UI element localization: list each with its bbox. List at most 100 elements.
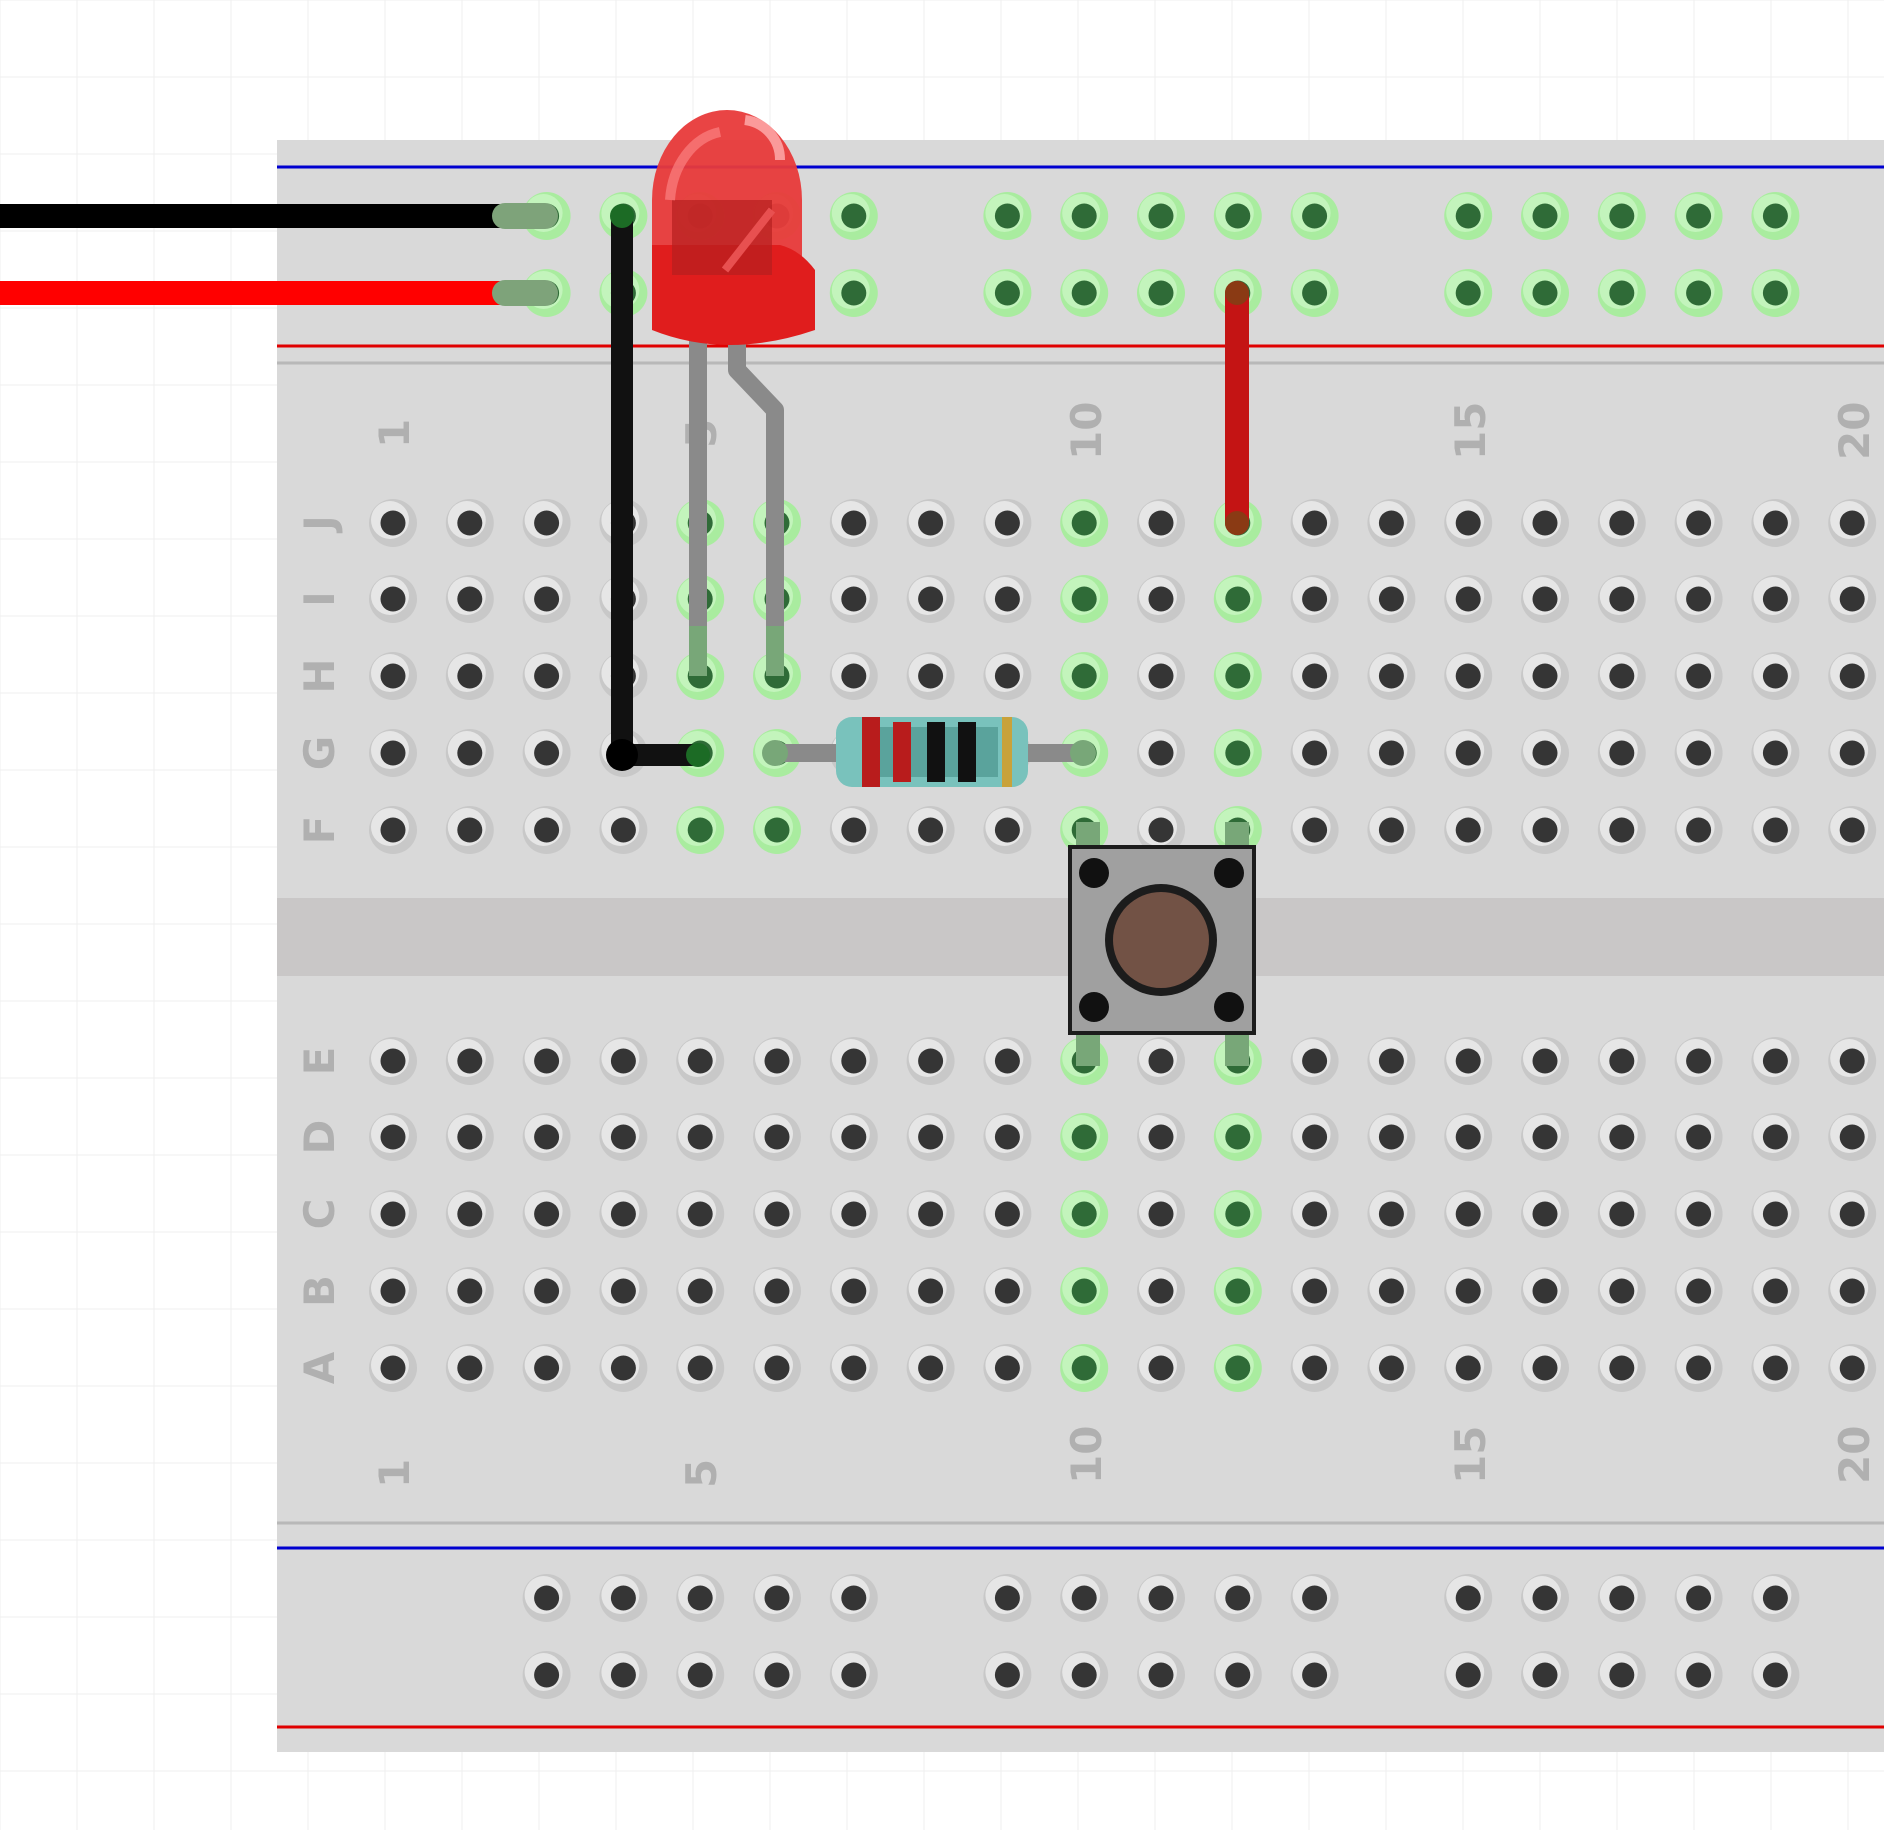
breadboard-hole[interactable] xyxy=(1444,1344,1493,1392)
breadboard-hole[interactable] xyxy=(1444,1037,1493,1085)
breadboard-hole-connected[interactable] xyxy=(1444,192,1493,240)
breadboard-hole-connected[interactable] xyxy=(1290,192,1339,240)
breadboard-hole[interactable] xyxy=(1137,806,1185,854)
breadboard-hole[interactable] xyxy=(829,806,878,854)
breadboard-hole[interactable] xyxy=(1751,1574,1800,1622)
breadboard-hole[interactable] xyxy=(1367,1190,1416,1238)
breadboard-hole[interactable] xyxy=(1751,1190,1800,1238)
breadboard-hole-connected[interactable] xyxy=(1751,192,1800,240)
breadboard-hole[interactable] xyxy=(1751,652,1800,700)
breadboard-hole[interactable] xyxy=(906,806,955,854)
breadboard-hole[interactable] xyxy=(1751,729,1800,777)
breadboard-hole[interactable] xyxy=(829,652,878,700)
breadboard-hole[interactable] xyxy=(1137,1344,1185,1392)
breadboard-hole[interactable] xyxy=(829,499,878,547)
breadboard-hole[interactable] xyxy=(1444,1574,1493,1622)
breadboard-hole[interactable] xyxy=(1444,1651,1493,1699)
breadboard-hole[interactable] xyxy=(1444,729,1493,777)
breadboard-hole-connected[interactable] xyxy=(1213,1113,1262,1161)
breadboard-hole[interactable] xyxy=(829,1651,878,1699)
breadboard-hole[interactable] xyxy=(983,575,1032,623)
breadboard-hole[interactable] xyxy=(1444,1113,1493,1161)
breadboard-hole[interactable] xyxy=(753,1574,801,1622)
breadboard-hole[interactable] xyxy=(1597,1113,1646,1161)
breadboard-hole[interactable] xyxy=(1521,1037,1569,1085)
breadboard-hole-connected[interactable] xyxy=(1751,269,1800,317)
breadboard-hole-connected[interactable] xyxy=(1444,269,1493,317)
breadboard-hole[interactable] xyxy=(906,575,955,623)
breadboard-hole[interactable] xyxy=(676,1574,725,1622)
breadboard-hole[interactable] xyxy=(983,652,1032,700)
breadboard-hole[interactable] xyxy=(445,652,494,700)
breadboard-hole-connected[interactable] xyxy=(1060,1344,1109,1392)
breadboard-hole[interactable] xyxy=(753,1113,801,1161)
push-button[interactable] xyxy=(1068,822,1256,1066)
breadboard-hole[interactable] xyxy=(1290,806,1339,854)
breadboard-hole[interactable] xyxy=(599,1574,648,1622)
breadboard-hole-connected[interactable] xyxy=(1213,575,1262,623)
breadboard-hole[interactable] xyxy=(1521,575,1569,623)
breadboard-hole[interactable] xyxy=(522,1344,571,1392)
breadboard-hole[interactable] xyxy=(1060,1574,1109,1622)
breadboard-hole[interactable] xyxy=(445,1037,494,1085)
breadboard-hole[interactable] xyxy=(1597,499,1646,547)
breadboard-hole[interactable] xyxy=(676,1037,725,1085)
breadboard-hole[interactable] xyxy=(983,1190,1032,1238)
breadboard-hole[interactable] xyxy=(983,1267,1032,1315)
breadboard-hole[interactable] xyxy=(599,1113,648,1161)
breadboard-hole[interactable] xyxy=(445,1113,494,1161)
breadboard-hole[interactable] xyxy=(445,1267,494,1315)
breadboard-hole[interactable] xyxy=(1290,1574,1339,1622)
red-led[interactable] xyxy=(652,110,815,345)
breadboard-hole-connected[interactable] xyxy=(1213,1344,1262,1392)
breadboard-hole[interactable] xyxy=(445,806,494,854)
breadboard-hole[interactable] xyxy=(906,1113,955,1161)
breadboard-hole[interactable] xyxy=(1828,499,1877,547)
breadboard-hole[interactable] xyxy=(829,1267,878,1315)
breadboard-hole[interactable] xyxy=(1597,1344,1646,1392)
breadboard-hole[interactable] xyxy=(1828,729,1877,777)
breadboard-hole[interactable] xyxy=(369,729,417,777)
breadboard-hole[interactable] xyxy=(753,1037,801,1085)
breadboard-hole[interactable] xyxy=(1521,1190,1569,1238)
breadboard-hole[interactable] xyxy=(1290,1113,1339,1161)
breadboard-hole[interactable] xyxy=(676,1651,725,1699)
breadboard-hole[interactable] xyxy=(906,1190,955,1238)
breadboard-hole[interactable] xyxy=(906,1344,955,1392)
breadboard-hole[interactable] xyxy=(1290,575,1339,623)
breadboard-hole[interactable] xyxy=(1290,652,1339,700)
breadboard-hole[interactable] xyxy=(1751,1267,1800,1315)
breadboard-hole-connected[interactable] xyxy=(1060,575,1109,623)
red-jumper-wire[interactable] xyxy=(1225,281,1249,535)
breadboard-hole[interactable] xyxy=(522,1651,571,1699)
breadboard-hole-connected[interactable] xyxy=(983,192,1032,240)
breadboard-hole[interactable] xyxy=(369,499,417,547)
breadboard-hole[interactable] xyxy=(369,575,417,623)
breadboard-hole[interactable] xyxy=(1137,1267,1185,1315)
breadboard-hole[interactable] xyxy=(1674,499,1723,547)
breadboard-hole[interactable] xyxy=(829,1574,878,1622)
breadboard-hole[interactable] xyxy=(1828,1113,1877,1161)
breadboard-hole[interactable] xyxy=(445,499,494,547)
breadboard-hole[interactable] xyxy=(522,1113,571,1161)
breadboard-hole-connected[interactable] xyxy=(676,806,725,854)
breadboard-hole[interactable] xyxy=(1137,1651,1185,1699)
breadboard-hole-connected[interactable] xyxy=(1674,269,1723,317)
breadboard-hole[interactable] xyxy=(1674,652,1723,700)
breadboard-hole[interactable] xyxy=(1597,652,1646,700)
breadboard-hole[interactable] xyxy=(445,729,494,777)
breadboard-hole[interactable] xyxy=(1290,729,1339,777)
breadboard-hole[interactable] xyxy=(1137,575,1185,623)
breadboard-hole[interactable] xyxy=(1444,806,1493,854)
breadboard-hole[interactable] xyxy=(1597,1037,1646,1085)
breadboard-hole[interactable] xyxy=(1213,1574,1262,1622)
breadboard-hole[interactable] xyxy=(753,1267,801,1315)
breadboard-hole[interactable] xyxy=(676,1344,725,1392)
breadboard-hole[interactable] xyxy=(522,575,571,623)
breadboard-hole[interactable] xyxy=(1367,575,1416,623)
breadboard-hole[interactable] xyxy=(1674,1037,1723,1085)
breadboard-hole[interactable] xyxy=(1751,1344,1800,1392)
breadboard-hole-connected[interactable] xyxy=(1213,1190,1262,1238)
breadboard-hole[interactable] xyxy=(1367,806,1416,854)
breadboard-hole[interactable] xyxy=(1828,575,1877,623)
